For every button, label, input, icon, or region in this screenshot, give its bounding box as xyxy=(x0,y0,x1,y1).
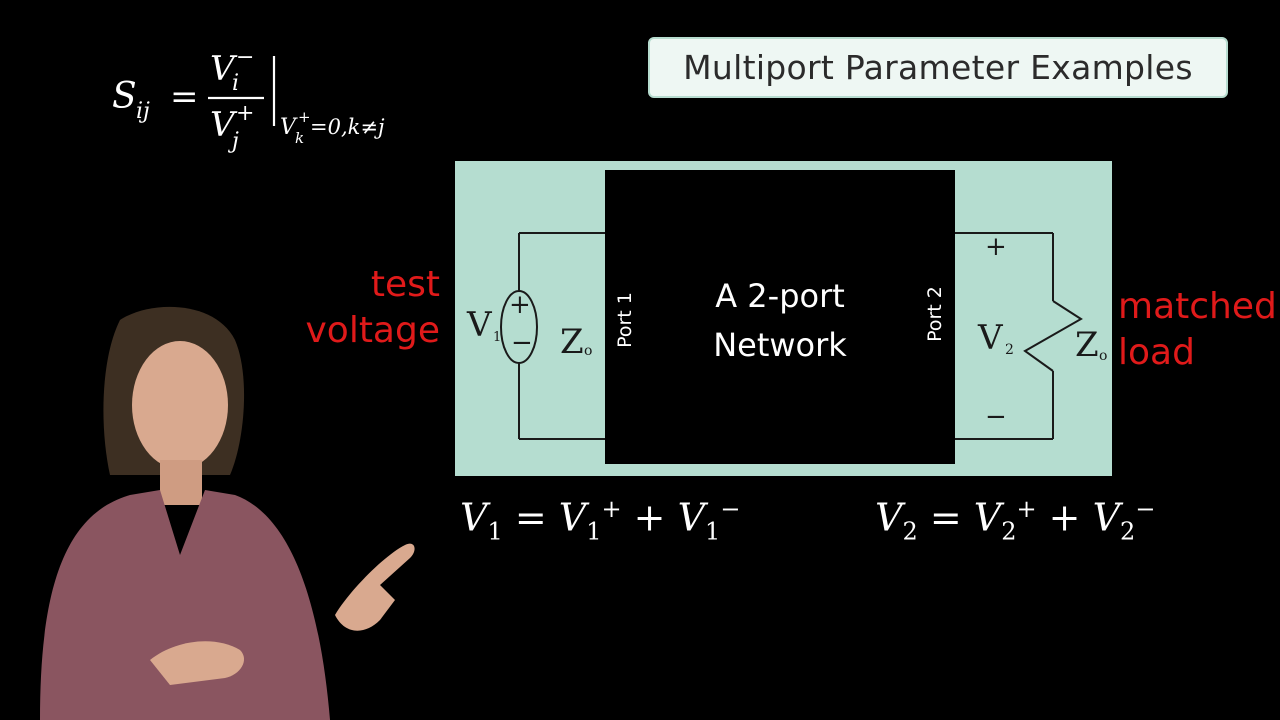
eq1-term1: V xyxy=(558,495,587,540)
eq1-term2-sup: − xyxy=(720,495,741,523)
network-label-line2: Network xyxy=(713,326,847,364)
eq2-term1-sup: + xyxy=(1016,495,1037,523)
port2-plus-sign: + xyxy=(985,232,1007,262)
condition-sub: k xyxy=(295,129,304,147)
eq1-term2-sub: 1 xyxy=(705,517,721,546)
formula-equals: = xyxy=(170,77,199,117)
eq1-term1-sup: + xyxy=(601,495,622,523)
s-parameter-formula: S ij = V i − V j + V k + =0,k≠j xyxy=(112,45,385,154)
source-plus-sign: + xyxy=(509,290,531,320)
eq2-lhs: V xyxy=(875,495,903,540)
slide-title-box: Multiport Parameter Examples xyxy=(648,37,1228,98)
port2-minus-sign: − xyxy=(985,402,1007,432)
formula-num-sup: − xyxy=(236,45,254,70)
network-label: A 2-port Network xyxy=(605,272,955,370)
circuit-wiring xyxy=(500,232,1083,440)
slide-title: Multiport Parameter Examples xyxy=(683,48,1193,87)
zo-right-sub: o xyxy=(1099,348,1108,364)
eq1-term2: V xyxy=(677,495,706,540)
v1-label: V xyxy=(467,305,492,345)
eq1-lhs-sub: 1 xyxy=(487,517,503,546)
voltage-source-icon xyxy=(500,290,538,364)
eq2-term1: V xyxy=(973,495,1002,540)
test-voltage-line1: test xyxy=(370,264,440,305)
condition-sup: + xyxy=(298,108,311,126)
eq2-term1-sub: 2 xyxy=(1001,517,1017,546)
formula-num-sub: i xyxy=(232,71,239,96)
zo-left-label: Z xyxy=(560,322,584,362)
eq2-term2-sup: − xyxy=(1135,495,1156,523)
condition-v: V xyxy=(280,115,298,140)
v1-sub: 1 xyxy=(493,330,502,345)
eq1-lhs: V xyxy=(460,495,488,540)
zo-right-label: Z xyxy=(1075,325,1099,365)
port-2-label: Port 2 xyxy=(924,286,946,342)
eq2-term2-sub: 2 xyxy=(1120,517,1136,546)
formula-lhs: S xyxy=(112,76,137,117)
matched-load-annotation: matched load xyxy=(1118,284,1278,376)
formula-num: V xyxy=(210,49,238,89)
test-voltage-annotation: test voltage xyxy=(300,262,440,354)
matched-load-line2: load xyxy=(1118,332,1195,373)
network-label-line1: A 2-port xyxy=(715,277,845,315)
v2-sub: 2 xyxy=(1005,342,1014,358)
equation-v1: V1 = V1+ + V1− xyxy=(460,495,741,546)
port-1-label: Port 1 xyxy=(614,292,636,348)
presenter-image xyxy=(40,306,415,720)
source-minus-sign: − xyxy=(511,328,533,358)
formula-den: V xyxy=(210,105,238,145)
eq1-term1-sub: 1 xyxy=(586,517,602,546)
load-resistor-icon xyxy=(1023,300,1083,372)
condition-rest: =0,k≠j xyxy=(310,115,385,139)
matched-load-line1: matched xyxy=(1118,286,1277,327)
zo-left-sub: o xyxy=(584,343,593,359)
eq2-term2: V xyxy=(1092,495,1121,540)
formula-den-sup: + xyxy=(236,101,254,126)
v2-label: V xyxy=(978,318,1003,358)
test-voltage-line2: voltage xyxy=(305,310,440,351)
eq2-lhs-sub: 2 xyxy=(902,517,918,546)
two-port-network-block xyxy=(605,170,955,464)
formula-lhs-sub: ij xyxy=(136,99,150,124)
equation-v2: V2 = V2+ + V2− xyxy=(875,495,1156,546)
